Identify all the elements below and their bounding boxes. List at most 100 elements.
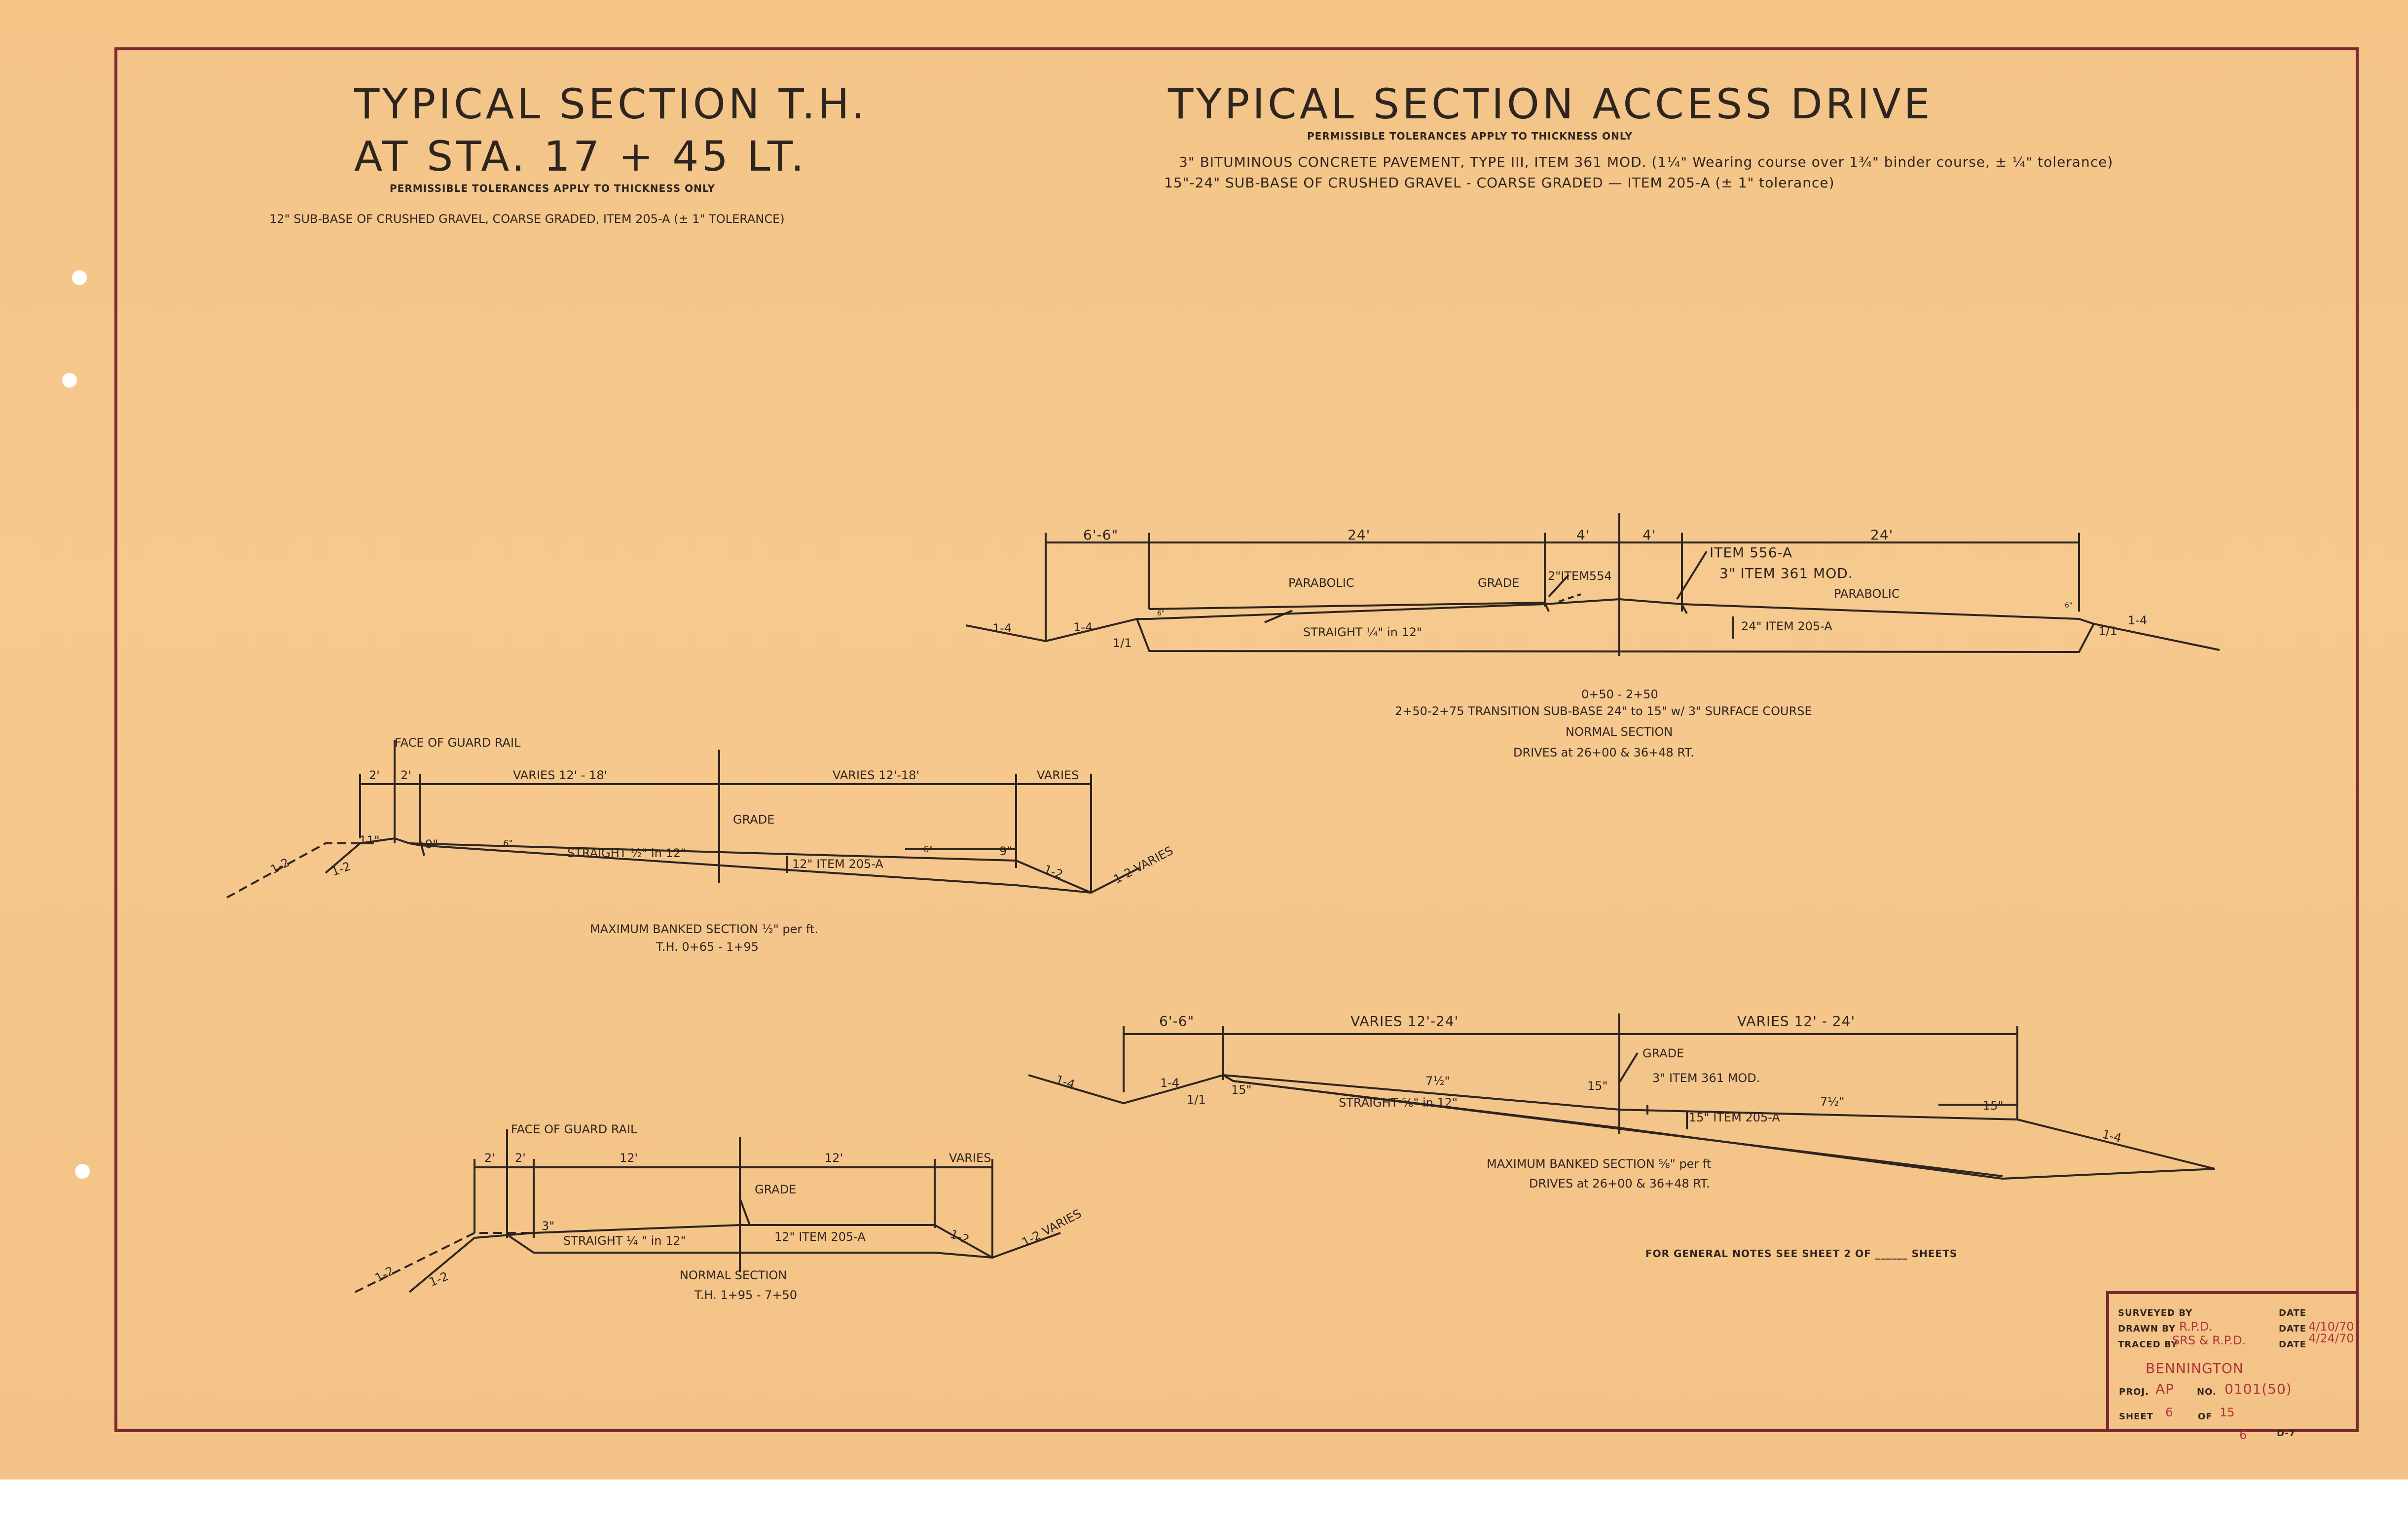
dim-label: 2' (484, 1151, 495, 1165)
face-of-guard-rail-label: FACE OF GUARD RAIL (395, 736, 521, 750)
slope-label: 1/1 (1187, 1093, 1206, 1107)
left-tolerance-note: PERMISSIBLE TOLERANCES APPLY TO THICKNES… (390, 182, 716, 194)
total-sheets-value: 15 (2220, 1406, 2235, 1419)
project-value: AP (2155, 1381, 2175, 1397)
dim-label: 24' (1348, 527, 1371, 543)
thickness-label: 15" (1587, 1079, 1608, 1093)
grade-label: GRADE (1478, 576, 1520, 590)
grade-label: GRADE (755, 1183, 797, 1196)
slope-label: 1-4 (2128, 613, 2148, 627)
th-banked-section (226, 740, 1140, 899)
item361-label: 3" ITEM 361 MOD. (1719, 565, 1853, 581)
straight-slope-label: STRAIGHT ⅝" in 12" (1339, 1096, 1458, 1110)
thickness-label: 9" (425, 837, 438, 851)
item554-label: 2"ITEM554 (1548, 569, 1612, 583)
thickness-label: 6" (1157, 610, 1165, 617)
item205-label: 12" ITEM 205-A (774, 1230, 866, 1244)
dim-label: 4' (1642, 527, 1656, 543)
punch-hole (62, 373, 77, 388)
thickness-label: 6" (2065, 602, 2073, 610)
surveyed-by-label: SURVEYED BY (2118, 1308, 2192, 1318)
straight-slope-label: STRAIGHT ½" in 12" (567, 846, 687, 860)
drawn-by-label: DRAWN BY (2118, 1324, 2176, 1334)
of-label: OF (2198, 1411, 2213, 1422)
section-caption: MAXIMUM BANKED SECTION ½" per ft. (590, 922, 818, 936)
date-label: DATE (2279, 1324, 2307, 1334)
thickness-label: 15" (1983, 1099, 2004, 1113)
th-normal-section (355, 1129, 1061, 1293)
item556-label: ITEM 556-A (1710, 544, 1793, 561)
punch-hole (72, 270, 87, 285)
dim-label: VARIES 12'-24' (1350, 1013, 1459, 1029)
dim-label: 2' (369, 768, 380, 782)
drawn-date-value: 4/10/70 (2308, 1320, 2354, 1334)
dim-label: 6'-6" (1083, 527, 1119, 543)
number-value: 0101(50) (2225, 1381, 2292, 1397)
thickness-label: 15" (1231, 1083, 1252, 1097)
left-title-line2: AT STA. 17 + 45 LT. (354, 132, 807, 180)
subbase-note: 15"-24" SUB-BASE OF CRUSHED GRAVEL - COA… (1164, 175, 1835, 191)
slope-label: 1/1 (1113, 636, 1132, 650)
right-title: TYPICAL SECTION ACCESS DRIVE (1168, 80, 1933, 128)
traced-by-value: SRS & R.P.D. (2172, 1334, 2246, 1347)
dim-label: 12' (620, 1151, 638, 1165)
date-label: DATE (2279, 1339, 2307, 1350)
section-caption: DRIVES at 26+00 & 36+48 RT. (1513, 746, 1694, 759)
parabolic-label: PARABOLIC (1288, 576, 1354, 590)
dim-label: VARIES 12' - 18' (513, 768, 608, 782)
scan-margin (0, 1479, 2408, 1515)
thickness-label: 9" (999, 844, 1013, 858)
item205-label: 15" ITEM 205-A (1689, 1111, 1780, 1124)
item205-label: 24" ITEM 205-A (1741, 619, 1832, 633)
corner-mark: 6 (2239, 1428, 2247, 1442)
face-of-guard-rail-label: FACE OF GUARD RAIL (511, 1122, 637, 1136)
drawing-sheet (0, 0, 2408, 1479)
dim-label: 24' (1870, 527, 1894, 543)
punch-hole (75, 1164, 90, 1179)
grade-label: GRADE (1642, 1046, 1684, 1060)
sheet-border (114, 47, 2359, 1432)
dim-label: VARIES (1037, 768, 1079, 782)
thickness-label: 7½" (1425, 1074, 1450, 1088)
sheet-value: 6 (2165, 1406, 2173, 1419)
thickness-label: 3" (542, 1219, 555, 1233)
sheet-label: SHEET (2119, 1411, 2153, 1422)
traced-date-value: 4/24/70 (2308, 1332, 2354, 1345)
title-block (2106, 1291, 2359, 1432)
grade-label: GRADE (733, 813, 775, 827)
section-caption: NORMAL SECTION (680, 1268, 787, 1282)
town-name: BENNINGTON (2146, 1360, 2244, 1376)
section-caption: MAXIMUM BANKED SECTION ⅝" per ft (1487, 1157, 1712, 1171)
slope-label: 1-4 (992, 621, 1012, 635)
right-tolerance-note: PERMISSIBLE TOLERANCES APPLY TO THICKNES… (1307, 130, 1633, 142)
section-caption: 0+50 - 2+50 (1581, 687, 1658, 701)
section-caption: T.H. 1+95 - 7+50 (694, 1288, 798, 1302)
item205-label: 12" ITEM 205-A (792, 857, 883, 871)
thickness-label: 6" (923, 844, 933, 855)
access-banked-section (1028, 1013, 2215, 1180)
drawn-by-value: R.P.D. (2179, 1320, 2213, 1334)
slope-label: 1-4 (1160, 1076, 1180, 1090)
corner-code: D-7 (2277, 1428, 2296, 1439)
dim-label: 2' (401, 768, 411, 782)
project-label: PROJ. (2119, 1387, 2149, 1397)
thickness-label: 11" (359, 833, 380, 847)
thickness-label: 6" (503, 838, 513, 849)
slope-label: 1/1 (2098, 624, 2117, 638)
thickness-label: 7½" (1820, 1095, 1845, 1109)
item361-label: 3" ITEM 361 MOD. (1652, 1071, 1760, 1085)
traced-by-label: TRACED BY (2118, 1339, 2178, 1350)
dim-label: VARIES 12' - 24' (1737, 1013, 1856, 1029)
straight-slope-label: STRAIGHT ¼ " in 12" (563, 1234, 686, 1248)
dim-label: VARIES 12'-18' (833, 768, 920, 782)
pavement-note: 3" BITUMINOUS CONCRETE PAVEMENT, TYPE II… (1179, 154, 2114, 170)
left-subbase-note: 12" SUB-BASE OF CRUSHED GRAVEL, COARSE G… (269, 212, 785, 226)
date-label: DATE (2279, 1308, 2307, 1318)
slope-label: 1-4 (1073, 620, 1093, 634)
section-caption: T.H. 0+65 - 1+95 (656, 940, 759, 954)
section-caption: NORMAL SECTION (1566, 725, 1673, 739)
access-normal-section (965, 513, 2220, 656)
left-title-line1: TYPICAL SECTION T.H. (354, 80, 868, 128)
dim-label: 12' (825, 1151, 843, 1165)
